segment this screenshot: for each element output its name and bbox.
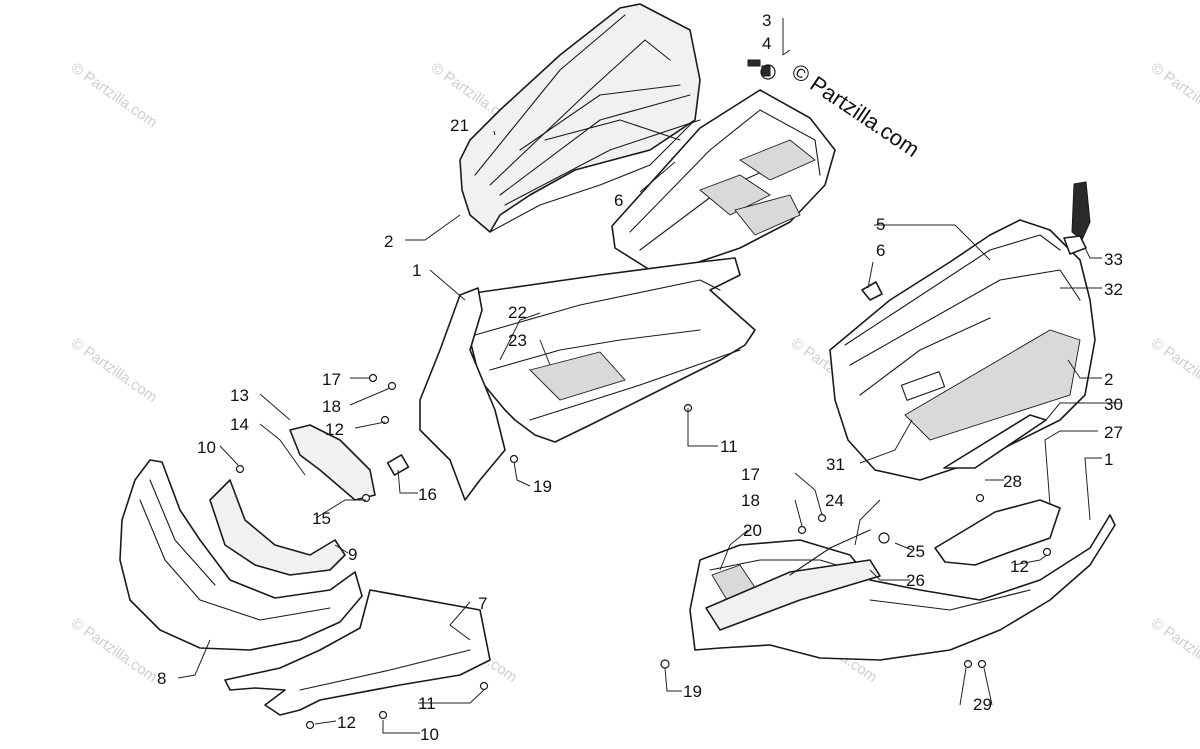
callout-19: 19 [533, 477, 552, 496]
watermark: © Partzilla.com [68, 614, 161, 686]
callout-12-left: 12 [337, 713, 356, 732]
bolt-assembly-3-4 [747, 59, 776, 80]
bracket-26 [705, 559, 881, 631]
skid-plate-left [224, 589, 491, 716]
watermark: © Partzilla.com [68, 334, 161, 406]
callout-4: 4 [762, 34, 771, 53]
watermark: © Partzilla.com [1148, 614, 1200, 686]
callout-25: 25 [906, 542, 925, 561]
clip-6 [861, 281, 883, 301]
callouts: 3 4 21 6 2 1 5 6 33 32 2 30 27 1 31 28 2… [157, 11, 1123, 744]
callout-2-right: 2 [1104, 370, 1113, 389]
floor-pan-right [689, 514, 1116, 661]
watermark: © Partzilla.com [1148, 334, 1200, 406]
callout-22: 22 [508, 303, 527, 322]
callout-3: 3 [762, 11, 771, 30]
plate-27 [934, 499, 1061, 566]
callout-28: 28 [1003, 472, 1022, 491]
clip-25 [878, 532, 890, 544]
callout-5: 5 [876, 215, 885, 234]
callout-32: 32 [1104, 280, 1123, 299]
callout-27: 27 [1104, 423, 1123, 442]
seat-cover-upper [459, 3, 701, 233]
callout-21: 21 [450, 116, 469, 135]
seat-panel-center [611, 89, 836, 271]
part-16 [386, 454, 410, 476]
callout-1-right: 1 [1104, 450, 1113, 469]
callout-13: 13 [230, 386, 249, 405]
watermark: © Partzilla.com [1148, 59, 1200, 131]
callout-26: 26 [906, 571, 925, 590]
callout-10: 10 [197, 438, 216, 457]
callout-20: 20 [743, 521, 762, 540]
side-panel-left-1 [419, 287, 506, 501]
callout-6: 6 [614, 191, 623, 210]
floor-pan-center [459, 257, 756, 443]
callout-10-left: 10 [420, 725, 439, 744]
side-panel-right [829, 219, 1096, 481]
callout-23: 23 [508, 331, 527, 350]
callout-12: 12 [325, 420, 344, 439]
callout-18: 18 [322, 397, 341, 416]
callout-18-right: 18 [741, 491, 760, 510]
callout-2: 2 [384, 232, 393, 251]
callout-11: 11 [720, 437, 738, 456]
callout-12-right: 12 [1010, 557, 1029, 576]
callout-14: 14 [230, 415, 249, 434]
callout-7: 7 [478, 594, 487, 613]
nose-bumper [119, 459, 363, 651]
callout-30: 30 [1104, 395, 1123, 414]
callout-31: 31 [826, 455, 845, 474]
callout-17-right: 17 [741, 465, 760, 484]
callout-19-right: 19 [683, 682, 702, 701]
callout-29: 29 [973, 695, 992, 714]
watermark: © Partzilla.com [68, 59, 161, 131]
callout-15: 15 [312, 509, 331, 528]
bracket-13 [289, 424, 376, 501]
handle-33 [1063, 181, 1091, 255]
callout-11-left: 11 [418, 694, 436, 713]
leader-lines [177, 18, 1122, 734]
callout-6-right: 6 [876, 241, 885, 260]
callout-33: 33 [1104, 250, 1123, 269]
callout-24: 24 [825, 491, 844, 510]
callout-16: 16 [418, 485, 437, 504]
callout-9: 9 [348, 545, 357, 564]
callout-1: 1 [412, 261, 421, 280]
callout-17: 17 [322, 370, 341, 389]
callout-8: 8 [157, 669, 166, 688]
